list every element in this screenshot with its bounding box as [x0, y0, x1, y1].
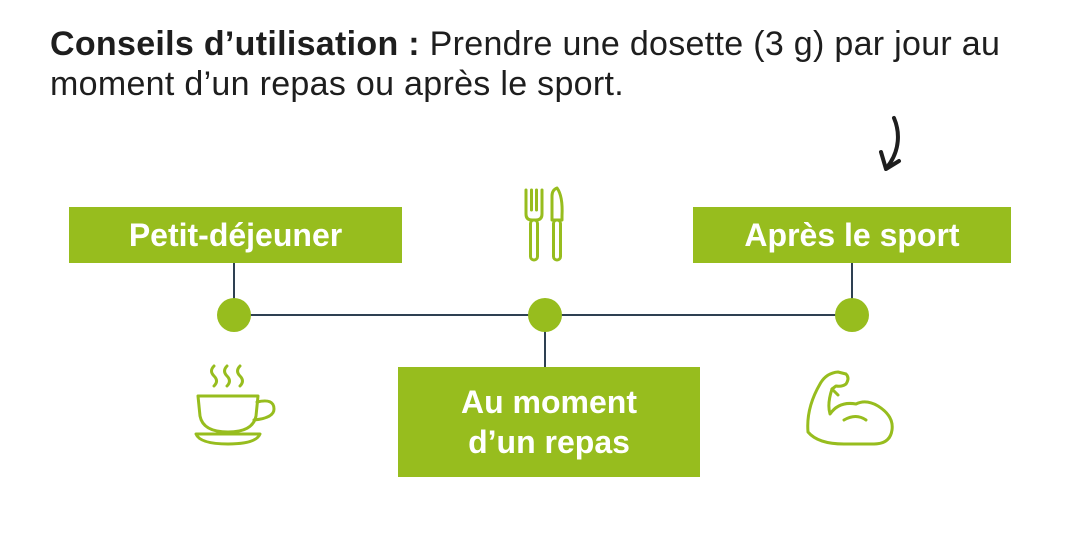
usage-tips-paragraph: Conseils d’utilisation : Prendre une dos…	[50, 24, 1050, 104]
breakfast-label: Petit-déjeuner	[128, 217, 343, 253]
usage-tips-text: Prendre une dosette (3 g) par jour au mo…	[50, 25, 1001, 103]
coffee-cup-icon	[194, 364, 276, 446]
breakfast-connector	[233, 262, 235, 314]
sport-label: Après le sport	[744, 217, 960, 253]
sport-dot	[835, 298, 869, 332]
meal-connector	[544, 315, 546, 368]
sport-connector	[851, 262, 853, 314]
fork-knife-icon	[524, 186, 564, 262]
curved-arrow-icon	[879, 116, 901, 171]
flexed-arm-icon	[806, 370, 894, 446]
breakfast-label-box: Petit-déjeuner	[69, 207, 402, 263]
usage-tips-heading: Conseils d’utilisation :	[50, 25, 420, 63]
breakfast-dot	[217, 298, 251, 332]
meal-label-box: Au moment d’un repas	[398, 367, 700, 477]
sport-label-box: Après le sport	[693, 207, 1011, 263]
meal-label: Au moment d’un repas	[461, 384, 637, 460]
meal-dot	[528, 298, 562, 332]
